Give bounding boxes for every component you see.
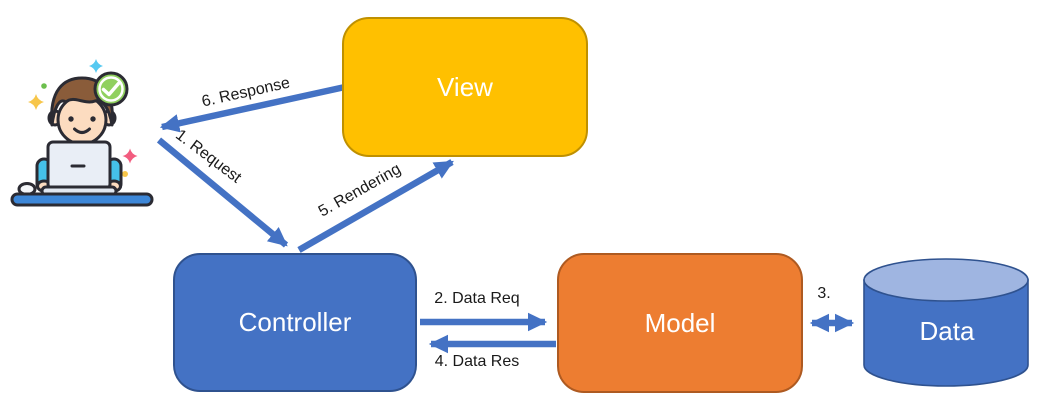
sparkle-icons: [28, 59, 138, 177]
node-data-cylinder: [863, 258, 1029, 387]
edge-label-data-res: 4. Data Res: [434, 353, 520, 370]
node-data-label: Data: [919, 316, 975, 346]
node-model-label: Model: [644, 307, 716, 338]
response-arrow: [159, 83, 346, 133]
edge-label-data-req: 2. Data Req: [434, 290, 520, 307]
user-at-laptop-icon: [10, 59, 154, 207]
node-model: Model: [557, 253, 803, 393]
node-view-label: View: [437, 71, 493, 102]
check-badge-icon: [93, 71, 129, 107]
request-arrow: [156, 137, 289, 248]
node-controller-label: Controller: [238, 307, 352, 337]
edge-label-model-data: 3.: [817, 285, 831, 302]
rendering-arrow: [297, 159, 454, 253]
person-figure: [10, 76, 154, 207]
node-controller: Controller: [173, 253, 417, 392]
node-view: View: [342, 17, 588, 157]
